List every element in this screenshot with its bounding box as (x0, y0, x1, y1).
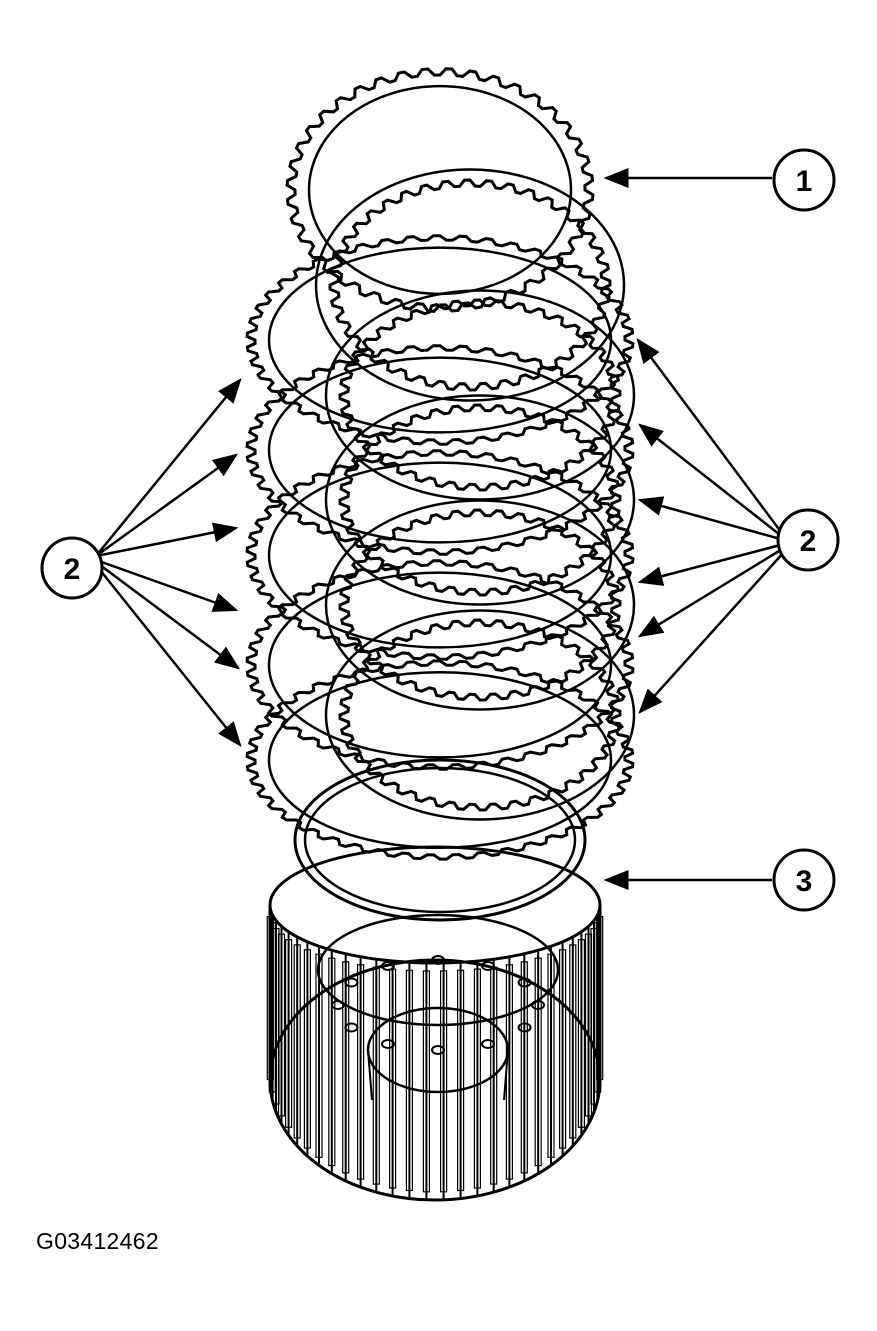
callout-1: 1 (772, 148, 836, 212)
clutch-plates (245, 67, 636, 922)
leader-arrows (95, 168, 786, 890)
callout-1-label: 1 (796, 165, 813, 198)
clutch-hub (266, 845, 604, 1202)
callout-3-label: 3 (796, 865, 813, 898)
plate-6 (245, 449, 635, 661)
callout-2-right: 2 (776, 508, 840, 572)
callout-2-right-label: 2 (800, 525, 817, 558)
callout-2-left-label: 2 (64, 553, 81, 586)
plate-5 (324, 394, 636, 606)
snap-ring (293, 758, 587, 922)
figure-id: G03412462 (36, 1228, 159, 1254)
plate-4 (245, 344, 635, 556)
callout-3: 3 (772, 848, 836, 912)
plate-7 (324, 499, 636, 711)
plate-8 (245, 559, 635, 771)
callout-2-left: 2 (40, 536, 104, 600)
plate-10 (245, 659, 635, 861)
